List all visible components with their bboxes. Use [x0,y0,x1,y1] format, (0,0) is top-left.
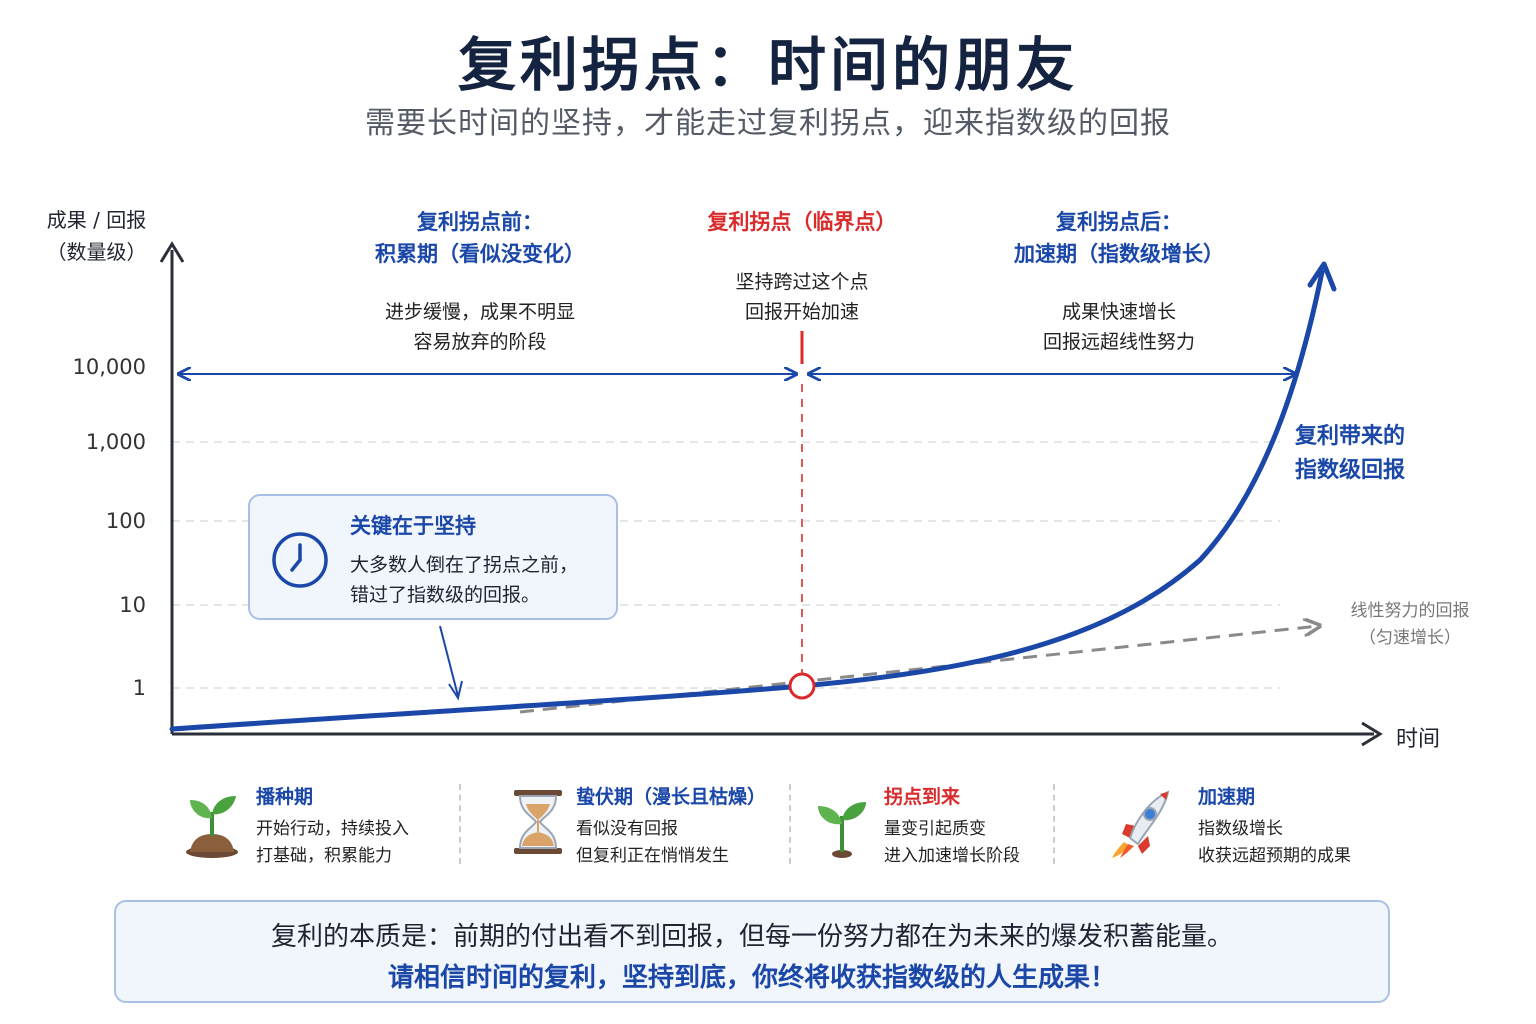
compound-curve-arrowhead [1307,261,1337,292]
y-axis-title-line-2: （数量级） [46,240,147,264]
y-axis-title: 成果 / 回报 （数量级） [24,204,169,268]
summary-line-1: 复利的本质是：前期的付出看不到回报，但每一份努力都在为未来的爆发积蓄能量。 [270,922,1233,952]
page-title: 复利拐点：时间的朋友 [457,31,1078,99]
x-axis-title: 时间 [1396,727,1441,752]
phase-before-body: 进步缓慢，成果不明显 容易放弃的阶段 [330,297,630,357]
callout-title: 关键在于坚持 [350,514,476,538]
phase-before-heading-line-1: 复利拐点前： [417,210,543,234]
y-tick-1: 1 [132,676,146,700]
phase-inflection-body-line-2: 回报开始加速 [744,301,859,323]
compound-curve-label-line-1: 复利带来的 [1295,424,1406,449]
sprout-icon [186,796,238,858]
stage-dormant-desc: 看似没有回报 但复利正在悄悄发生 [576,816,729,870]
stage-sowing-title: 播种期 [256,786,314,808]
compound-curve-label-line-2: 指数级回报 [1295,458,1406,483]
phase-after-heading-line-1: 复利拐点后： [1056,210,1182,234]
linear-return-line [519,626,1318,714]
stage-sowing-desc-line-2: 打基础，积累能力 [256,846,392,866]
seedling-icon [818,802,866,858]
phase-after-heading: 复利拐点后： 加速期（指数级增长） [962,206,1276,270]
y-tick-10000: 10,000 [72,355,146,379]
y-tick-1000: 1,000 [85,430,146,454]
stage-inflection-title: 拐点到来 [884,786,961,808]
linear-return-label-line-1: 线性努力的回报 [1350,601,1470,621]
callout-text-line-1: 大多数人倒在了拐点之前， [350,554,579,576]
stage-inflection-desc-line-1: 量变引起质变 [884,819,986,839]
stage-acceleration-desc-line-2: 收获远超预期的成果 [1198,846,1351,866]
phase-inflection-heading: 复利拐点（临界点） [707,210,897,234]
stage-inflection-desc: 量变引起质变 进入加速增长阶段 [884,816,1020,870]
phase-inflection-body-line-1: 坚持跨过这个点 [735,271,869,293]
stage-acceleration-title: 加速期 [1198,786,1256,808]
phase-before-body-line-2: 容易放弃的阶段 [413,331,547,353]
summary-box: 复利的本质是：前期的付出看不到回报，但每一份努力都在为未来的爆发积蓄能量。 请相… [114,900,1390,1003]
stage-sowing: 播种期 开始行动，持续投入 打基础，积累能力 [182,776,452,872]
stage-acceleration-desc: 指数级增长 收获远超预期的成果 [1198,816,1351,870]
stage-divider-1 [459,784,461,864]
stage-sowing-desc-line-1: 开始行动，持续投入 [256,819,409,839]
stage-dormant-title: 蛰伏期（漫长且枯燥） [576,786,767,808]
stage-dormant-desc-line-2: 但复利正在悄悄发生 [576,846,729,866]
stage-divider-3 [1053,784,1055,864]
phase-after-heading-line-2: 加速期（指数级增长） [1014,242,1224,266]
phase-before-body-line-1: 进步缓慢，成果不明显 [384,301,575,323]
hourglass-icon [514,790,562,854]
page-subtitle: 需要长时间的坚持，才能走过复利拐点，迎来指数级的回报 [365,106,1171,141]
stage-inflection-desc-line-2: 进入加速增长阶段 [884,846,1020,866]
inflection-point-marker [788,672,816,700]
stage-acceleration-desc-line-1: 指数级增长 [1198,819,1283,839]
phase-inflection-body: 坚持跨过这个点 回报开始加速 [652,267,952,327]
summary-line-2: 请相信时间的复利，坚持到底，你终将收获指数级的人生成果！ [387,963,1116,993]
x-axis [172,721,1383,747]
stage-inflection: 拐点到来 量变引起质变 进入加速增长阶段 [814,776,1044,872]
callout-pointer-arrow [439,625,463,701]
persistence-callout: 关键在于坚持 大多数人倒在了拐点之前， 错过了指数级的回报。 [248,494,618,620]
stage-sowing-desc: 开始行动，持续投入 打基础，积累能力 [256,816,409,870]
phase-before-heading: 复利拐点前： 积累期（看似没变化） [330,206,630,270]
phase-after-body: 成果快速增长 回报远超线性努力 [962,297,1276,357]
callout-text-line-2: 错过了指数级的回报。 [350,584,541,606]
clock-icon [272,532,328,588]
compound-curve-label: 复利带来的 指数级回报 [1295,420,1405,488]
stage-divider-2 [789,784,791,864]
rocket-icon [1112,790,1170,858]
stage-acceleration: 加速期 指数级增长 收获远超预期的成果 [1110,776,1380,872]
phase-after-body-line-2: 回报远超线性努力 [1042,331,1195,353]
y-axis-title-line-1: 成果 / 回报 [46,208,147,232]
linear-return-label: 线性努力的回报 （匀速增长） [1330,598,1490,652]
phase-before-heading-line-2: 积累期（看似没变化） [375,242,585,266]
stage-dormant: 蛰伏期（漫长且枯燥） 看似没有回报 但复利正在悄悄发生 [508,776,788,872]
phase-after-body-line-1: 成果快速增长 [1061,301,1176,323]
callout-text: 大多数人倒在了拐点之前， 错过了指数级的回报。 [350,550,612,610]
compound-curve [169,269,1325,732]
y-tick-10: 10 [119,593,146,617]
linear-return-label-line-2: （匀速增长） [1359,628,1461,648]
y-tick-100: 100 [105,509,146,533]
y-axis [159,241,185,734]
stage-dormant-desc-line-1: 看似没有回报 [576,819,678,839]
